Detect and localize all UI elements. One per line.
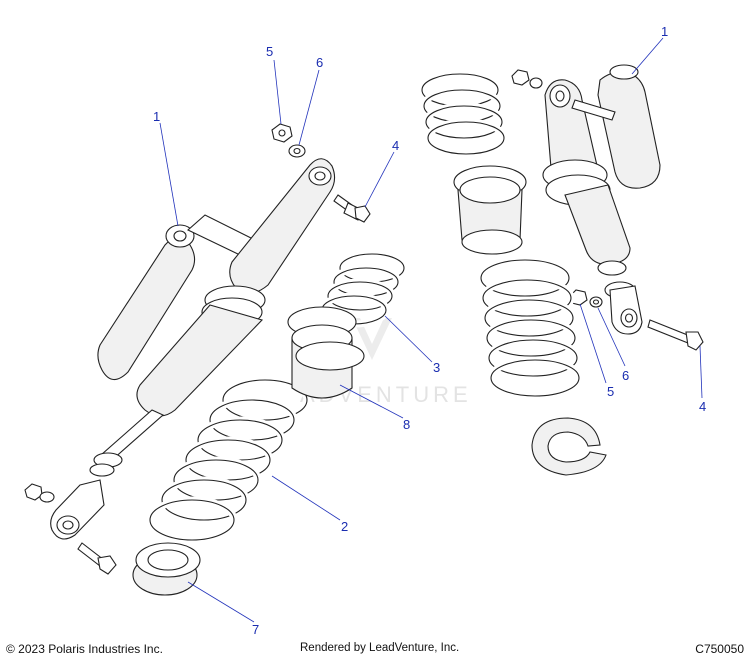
right-washer (589, 296, 603, 308)
reference-code: C750050 (695, 642, 744, 656)
callout-spring-adapter: 8 (403, 417, 410, 432)
right-shock-absorber (542, 64, 661, 335)
left-washer (288, 144, 306, 158)
callout-left-shock: 1 (153, 109, 160, 124)
left-nut (271, 123, 293, 143)
callout-left-washer: 6 (316, 55, 323, 70)
lower-left-nut (24, 483, 55, 503)
callout-tender-spring: 3 (433, 360, 440, 375)
callout-right-shock: 1 (661, 24, 668, 39)
right-bolt (647, 319, 704, 351)
right-lower-spring (477, 256, 583, 400)
right-split-collar (531, 417, 607, 476)
callout-right-nut: 5 (607, 384, 614, 399)
spring-adapter (287, 306, 365, 399)
spring-retainer (132, 542, 201, 596)
left-shock-absorber (50, 158, 336, 540)
copyright-text: © 2023 Polaris Industries Inc. (6, 642, 163, 656)
lower-left-bolt (77, 542, 117, 575)
right-top-nut (511, 69, 543, 89)
rendered-by-text: Rendered by LeadVenture, Inc. (300, 642, 460, 654)
main-spring (146, 376, 311, 544)
right-upper-spring (418, 70, 508, 158)
leader-lines (159, 37, 703, 623)
callout-right-bolt: 4 (699, 399, 706, 414)
callout-left-bolt: 4 (392, 138, 399, 153)
callout-right-washer: 6 (622, 368, 629, 383)
right-spring-adapter (453, 165, 527, 255)
watermark-logo (352, 318, 392, 360)
callout-left-nut: 5 (266, 44, 273, 59)
callout-spring-retainer: 7 (252, 622, 259, 637)
left-bolt (333, 194, 371, 223)
callout-main-spring: 2 (341, 519, 348, 534)
